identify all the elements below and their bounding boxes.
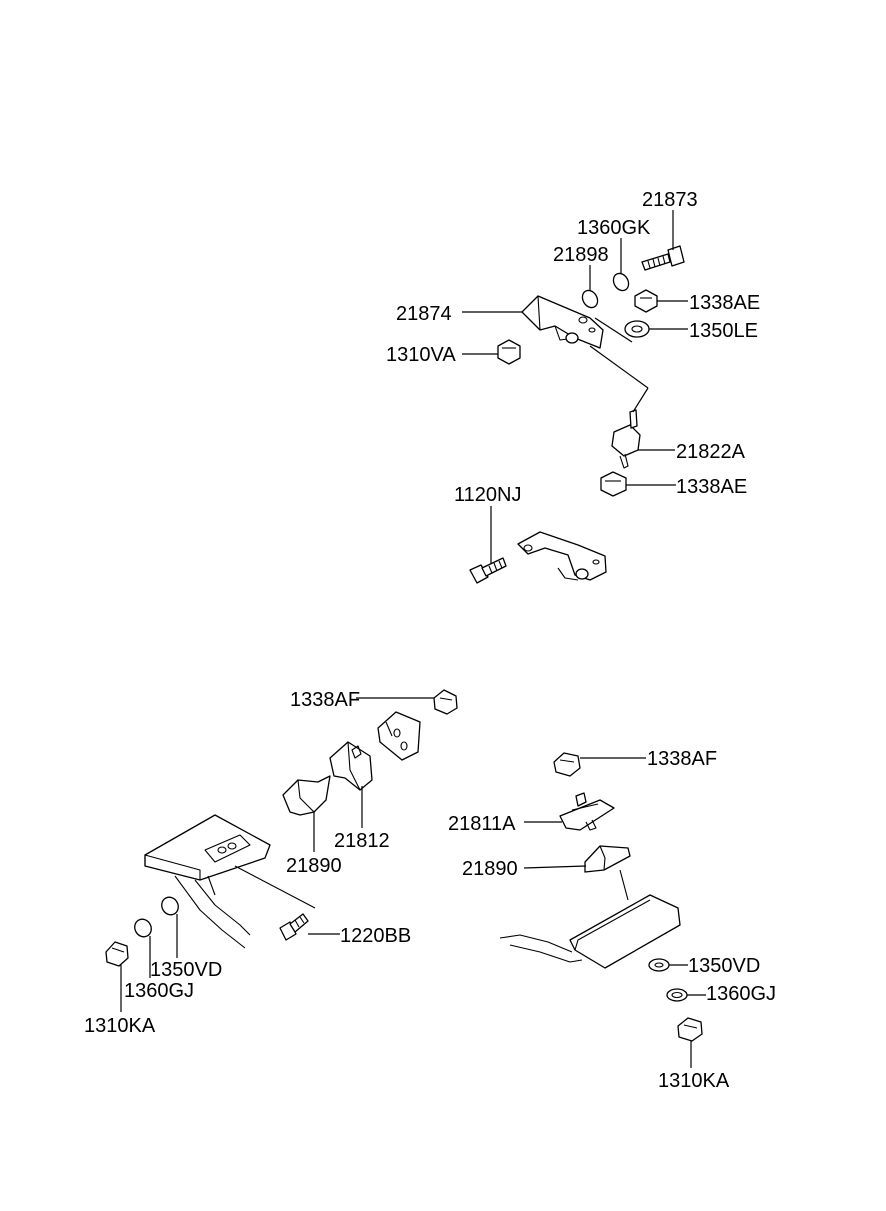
label-1310va: 1310VA <box>386 344 456 366</box>
label-21890-left: 21890 <box>286 855 342 877</box>
bracket-21812-part <box>329 741 373 791</box>
label-21874: 21874 <box>396 303 452 325</box>
nut-1338ae-top-part <box>634 289 658 313</box>
label-1310ka-right: 1310KA <box>658 1070 730 1092</box>
label-21890-right: 21890 <box>462 858 518 880</box>
label-1360gj-right: 1360GJ <box>706 983 776 1005</box>
label-21822a: 21822A <box>676 441 746 463</box>
nut-1338af-right-part <box>553 752 581 777</box>
insulator-21890-right-part <box>584 845 631 873</box>
label-1338ae-top: 1338AE <box>689 292 760 314</box>
nut-1310ka-right-part <box>677 1017 703 1042</box>
label-1338af-left: 1338AF <box>290 689 360 711</box>
label-1360gk: 1360GK <box>577 217 651 239</box>
bracket-assembly-part <box>517 531 607 581</box>
frame-right-part <box>499 869 681 969</box>
lower-right-assembly: 1338AF 21811A 21890 1350VD 1360GJ 1310KA <box>448 748 776 1092</box>
nut-1310ka-left-part <box>105 941 129 967</box>
washer-1350vd-left-part <box>161 896 179 916</box>
lower-left-assembly: 1338AF 21812 21890 1220BB 1350VD 1360GJ … <box>84 689 458 1037</box>
bracket-21811a-part <box>559 792 615 831</box>
washer-1360gj-left-part <box>134 918 152 938</box>
label-1220bb: 1220BB <box>340 925 411 947</box>
insulator-21890-left-part <box>282 775 331 816</box>
washer-1350le-part <box>624 320 650 338</box>
label-21873: 21873 <box>642 189 698 211</box>
frame-left-part <box>144 814 316 949</box>
washer-1360gk-part <box>612 272 630 292</box>
washer-1360gj-right-part <box>666 988 688 1002</box>
washer-21898-part <box>581 289 599 309</box>
label-1120nj: 1120NJ <box>454 484 521 506</box>
bolt-1120nj-part <box>469 557 507 584</box>
label-1338af-right: 1338AF <box>647 748 717 770</box>
label-21812: 21812 <box>334 830 390 852</box>
bolt-1220bb-part <box>279 913 309 941</box>
stud-21822a-part <box>611 409 641 469</box>
nut-1338af-left-part <box>433 689 458 715</box>
label-1350vd-right: 1350VD <box>688 955 760 977</box>
label-1310ka-left: 1310KA <box>84 1015 156 1037</box>
label-1350vd-left: 1350VD <box>150 959 222 981</box>
bracket-21874-part <box>521 295 604 349</box>
label-21811a: 21811A <box>448 813 516 835</box>
bolt-21873-part <box>641 245 685 271</box>
nut-1310va-part <box>497 339 521 365</box>
label-1360gj-left: 1360GJ <box>124 980 194 1002</box>
label-1338ae-mid: 1338AE <box>676 476 747 498</box>
label-21898: 21898 <box>553 244 609 266</box>
label-1350le: 1350LE <box>689 320 758 342</box>
bracket-plate-part <box>377 711 421 761</box>
washer-1350vd-right-part <box>648 958 670 972</box>
nut-1338ae-mid-part <box>600 471 627 497</box>
upper-assembly: 21873 1360GK 21898 1338AE 21874 1350LE 1… <box>386 189 760 584</box>
